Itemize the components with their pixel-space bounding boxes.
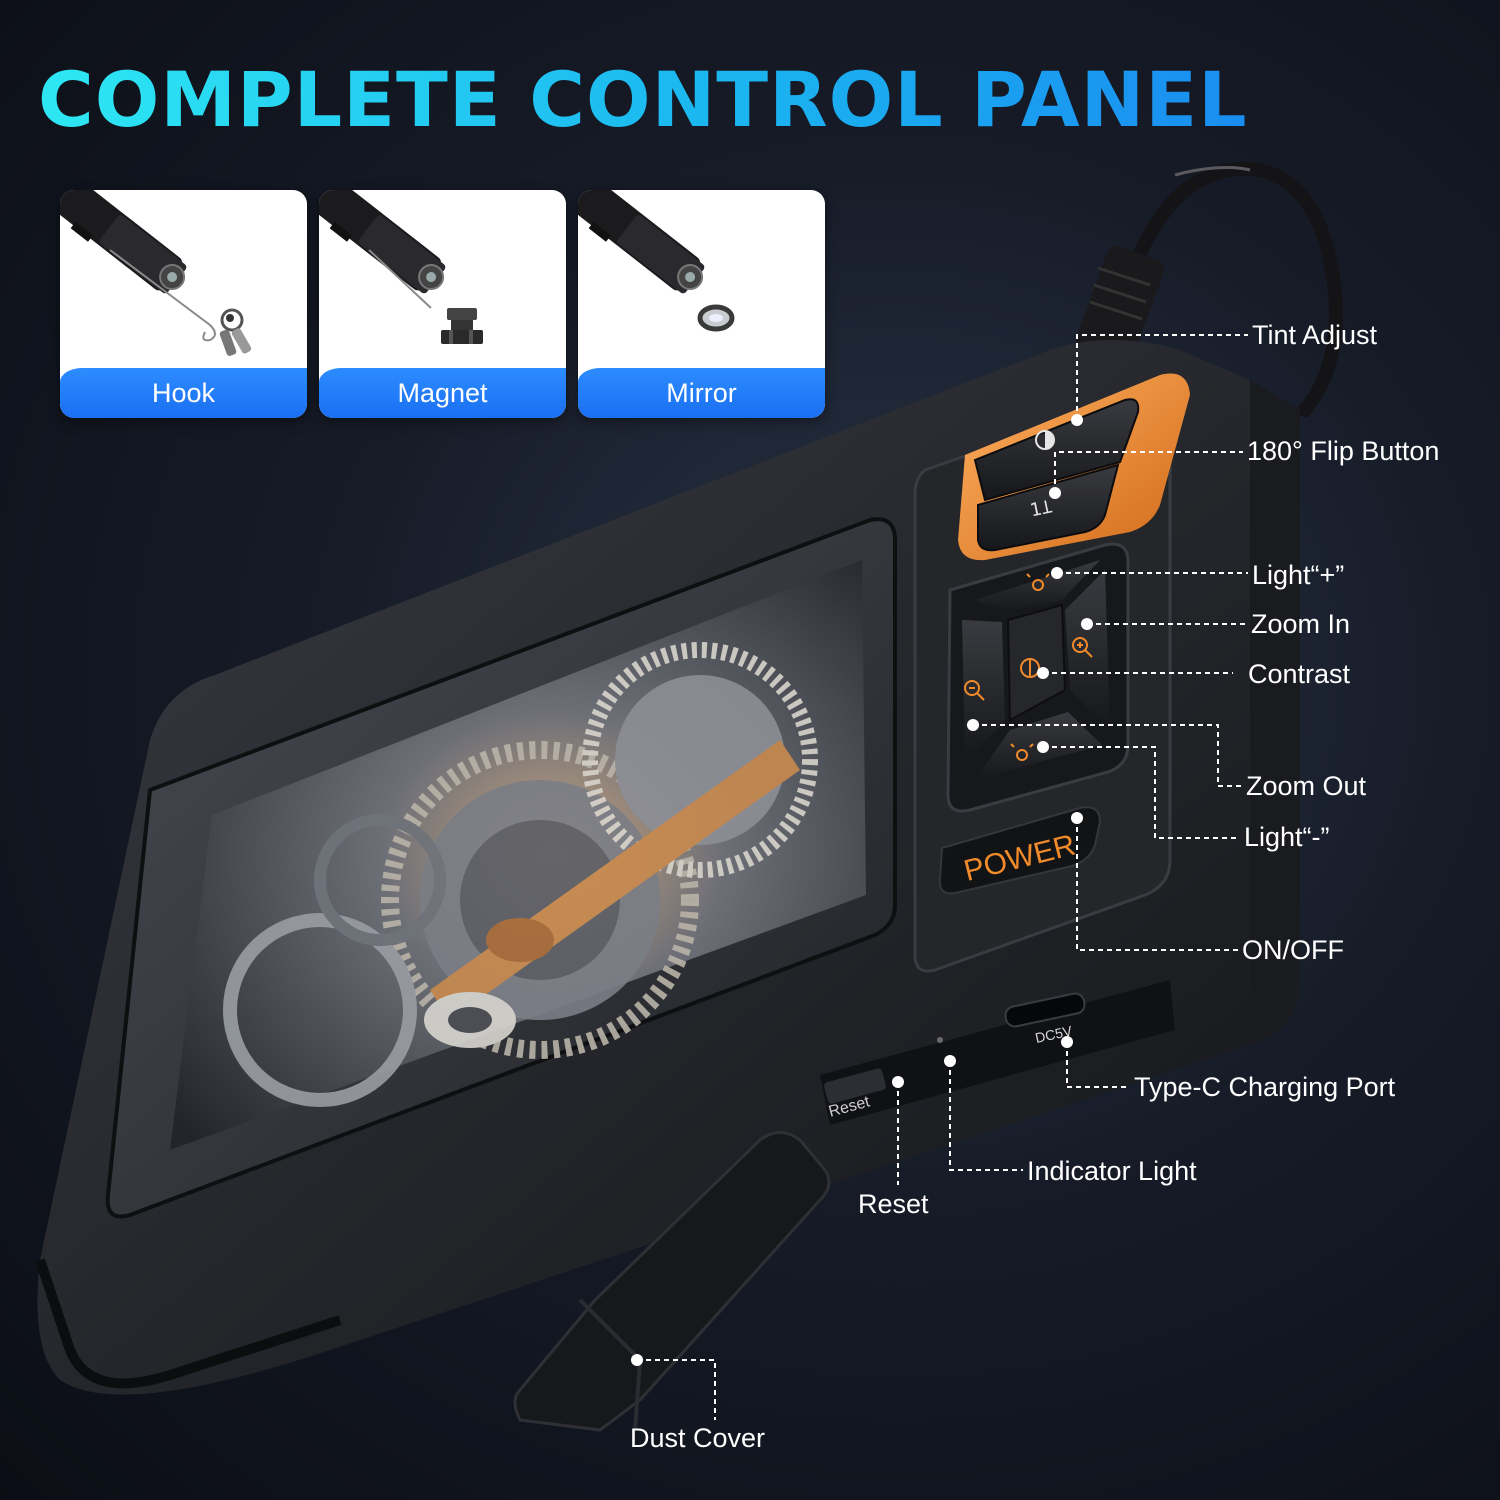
callout-zoom-out: Zoom Out xyxy=(1246,771,1367,801)
mirror-accessory-image xyxy=(578,190,735,332)
callout-on-off: ON/OFF xyxy=(1242,935,1344,965)
sun-plus-icon xyxy=(1026,573,1050,591)
reset-switch xyxy=(824,1068,886,1104)
accessory-label-mirror: Mirror xyxy=(578,368,825,418)
callout-zoom-in: Zoom In xyxy=(1251,609,1351,639)
type-c-port xyxy=(1004,992,1086,1028)
callout-reset: Reset xyxy=(858,1189,929,1219)
page-title: COMPLETE CONTROL PANEL xyxy=(38,55,1248,144)
callout-light-minus: Light“-” xyxy=(1244,822,1330,852)
callout-indicator-light: Indicator Light xyxy=(1027,1156,1197,1186)
indicator-light xyxy=(937,1037,943,1043)
accessory-label-magnet: Magnet xyxy=(319,368,566,418)
callout-tint-adjust: Tint Adjust xyxy=(1252,320,1378,350)
flip-icon: 1Ʇ xyxy=(1028,496,1053,521)
accessory-card-magnet: Magnet xyxy=(319,190,566,418)
callout-light-plus: Light“+” xyxy=(1252,560,1345,590)
zoom-in-button xyxy=(1065,570,1110,730)
accessory-card-hook: Hook xyxy=(60,190,307,418)
cable xyxy=(1108,161,1343,417)
callout-flip-button: 180° Flip Button xyxy=(1247,436,1440,466)
zoom-out-icon xyxy=(964,680,985,701)
magnet-accessory-image xyxy=(319,190,483,344)
accessory-row: Hook Magnet xyxy=(60,190,830,418)
accessory-label-hook: Hook xyxy=(60,368,307,418)
callout-dust-cover: Dust Cover xyxy=(630,1423,766,1453)
dust-cover xyxy=(513,1131,831,1432)
callout-type-c-port: Type-C Charging Port xyxy=(1134,1072,1396,1102)
accessory-card-mirror: Mirror xyxy=(578,190,825,418)
contrast-half-icon xyxy=(1035,430,1055,450)
hook-accessory-image xyxy=(60,190,252,356)
callout-contrast: Contrast xyxy=(1248,659,1351,689)
zoom-in-icon xyxy=(1072,637,1093,658)
gear-image xyxy=(223,642,818,1107)
bottom-edge xyxy=(820,980,1175,1125)
